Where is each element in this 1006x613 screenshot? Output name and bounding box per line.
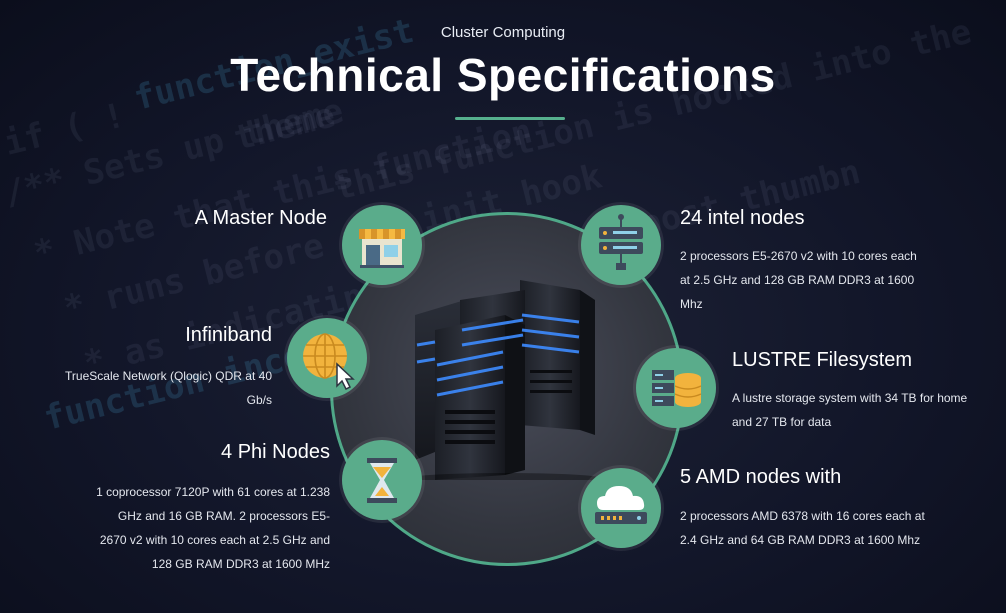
intel-nodes-title: 24 intel nodes bbox=[680, 207, 805, 229]
amd-icon-circle bbox=[581, 468, 661, 548]
amd-nodes-title: 5 AMD nodes with bbox=[680, 466, 842, 488]
phi-nodes-icon-circle bbox=[342, 440, 422, 520]
store-icon bbox=[359, 229, 405, 268]
title-underline bbox=[455, 117, 565, 120]
phi-nodes-description: 1 coprocessor 7120P with 61 cores at 1.2… bbox=[96, 485, 330, 571]
intel-nodes-icon-circle bbox=[581, 205, 661, 285]
lustre-title: LUSTRE Filesystem bbox=[732, 349, 913, 371]
infiniband-description: TrueScale Network (Qlogic) QDR at 40 Gb/… bbox=[65, 369, 272, 407]
lustre-icon-circle bbox=[636, 348, 716, 428]
globe-cursor-icon bbox=[303, 333, 355, 391]
server-towers-illustration bbox=[410, 280, 600, 480]
intel-nodes-description: 2 processors E5-2670 v2 with 10 cores ea… bbox=[680, 249, 917, 311]
cloud-server-icon bbox=[595, 486, 647, 524]
infiniband-icon-circle bbox=[287, 318, 367, 398]
master-node-title: A Master Node bbox=[194, 207, 327, 229]
amd-nodes-description: 2 processors AMD 6378 with 16 cores each… bbox=[680, 509, 925, 547]
phi-nodes-title: 4 Phi Nodes bbox=[221, 441, 330, 463]
master-node-icon-circle bbox=[342, 205, 422, 285]
database-icon bbox=[652, 370, 702, 407]
server-rack-icon bbox=[599, 214, 643, 270]
page-subtitle: Cluster Computing bbox=[440, 24, 566, 41]
lustre-description: A lustre storage system with 34 TB for h… bbox=[732, 391, 968, 429]
infiniband-title: Infiniband bbox=[185, 324, 272, 346]
hourglass-icon bbox=[367, 458, 397, 503]
page-title: Technical Specifications bbox=[230, 49, 776, 101]
